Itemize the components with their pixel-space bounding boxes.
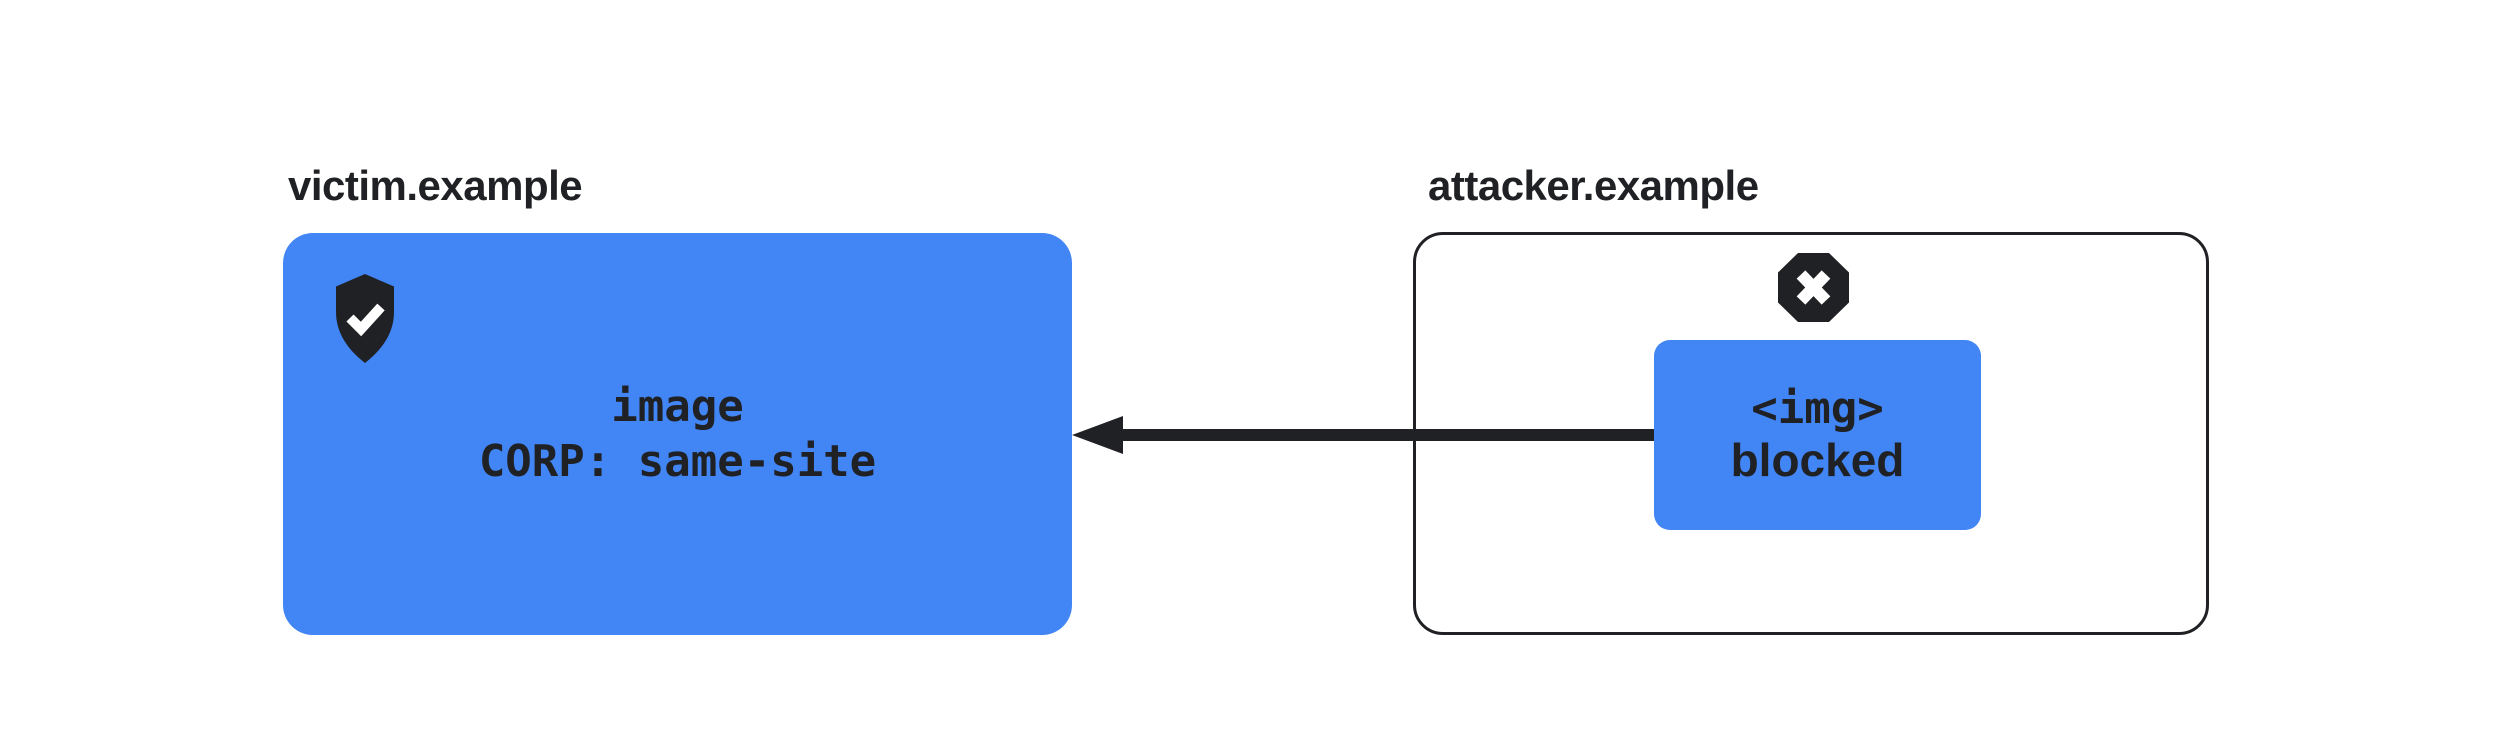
victim-resource-line-1: image (611, 381, 744, 432)
arrow-shaft (1116, 429, 1654, 441)
blocked-x-icon (1778, 253, 1849, 322)
shield-check-icon (336, 274, 394, 363)
img-request-line-1: <img> (1751, 383, 1884, 434)
victim-resource-box: image CORP: same-site (283, 233, 1072, 635)
victim-domain-label: victim.example (288, 162, 583, 209)
attacker-domain-label: attacker.example (1428, 162, 1759, 209)
victim-resource-line-2: CORP: same-site (478, 436, 877, 487)
arrow-head-left (1072, 416, 1123, 454)
img-request-line-2: blocked (1730, 434, 1905, 486)
img-request-box: <img> blocked (1654, 340, 1981, 530)
